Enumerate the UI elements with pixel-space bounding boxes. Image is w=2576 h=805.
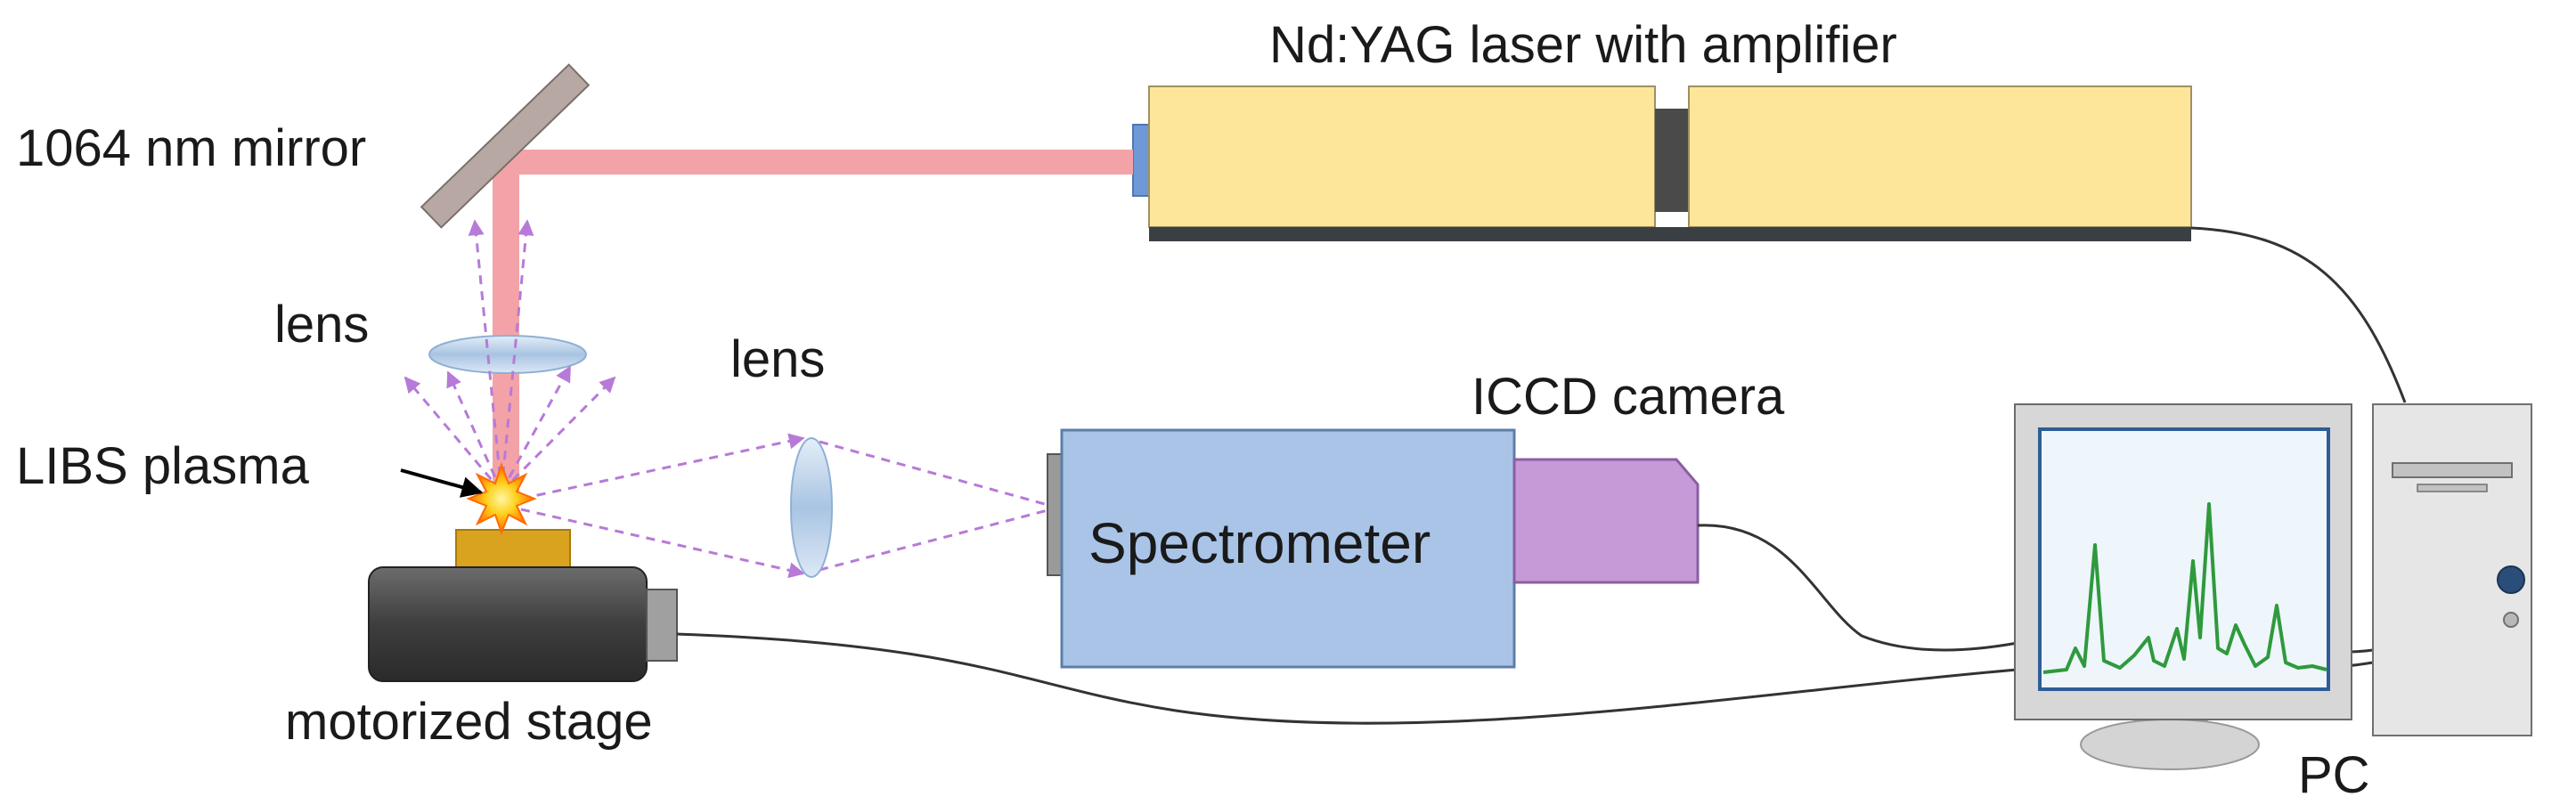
spectrum-trace — [2042, 502, 2327, 674]
spectrometer-body — [1060, 428, 1516, 669]
spectrometer-label: Spectrometer — [1088, 511, 1431, 575]
mirror — [420, 63, 591, 229]
camera-label: ICCD camera — [1471, 368, 1785, 426]
laser-label: Nd:YAG laser with amplifier — [1269, 16, 1897, 74]
mirror-plate — [420, 63, 591, 229]
focusing-lens-label: lens — [274, 296, 369, 354]
pc-tower — [2372, 403, 2532, 736]
power-button — [2497, 565, 2525, 594]
reset-button — [2503, 612, 2519, 628]
laser-base-plate — [1149, 227, 2191, 241]
stage-label: motorized stage — [285, 693, 653, 751]
tower-drive — [2417, 484, 2488, 492]
mirror-label: 1064 nm mirror — [16, 119, 366, 177]
tower-bay — [2392, 462, 2513, 478]
plasma-label: LIBS plasma — [16, 437, 310, 495]
collection-lens-label: lens — [730, 330, 825, 388]
libs-plasma — [466, 462, 537, 535]
spectrometer: Spectrometer — [1047, 428, 1516, 669]
spectrometer-slit — [1047, 453, 1063, 576]
collection-light-path — [520, 433, 1052, 579]
iccd-camera — [1512, 458, 1700, 584]
camera-body — [1512, 458, 1700, 584]
stage-cable — [676, 632, 2018, 725]
plasma-emission-rays — [404, 219, 616, 493]
stage-knob — [646, 589, 678, 662]
laser-beam — [493, 150, 1133, 495]
sample — [455, 529, 571, 568]
pc-label: PC — [2298, 746, 2370, 804]
focusing-lens — [428, 335, 587, 374]
stage-body — [368, 566, 648, 682]
laser-output-window — [1132, 124, 1150, 197]
laser-coupler — [1655, 109, 1689, 212]
plasma-pointer-arrow — [400, 468, 484, 498]
nd-yag-laser — [1132, 85, 2192, 241]
laser-oscillator-body — [1148, 85, 1656, 228]
monitor-stand — [2080, 719, 2260, 770]
camera-cable — [1697, 524, 2018, 652]
motorized-stage — [368, 566, 678, 682]
laser-amplifier-body — [1688, 85, 2192, 228]
laser-cable — [2190, 226, 2407, 403]
pc-monitor — [2014, 403, 2352, 770]
collection-lens — [790, 437, 833, 578]
